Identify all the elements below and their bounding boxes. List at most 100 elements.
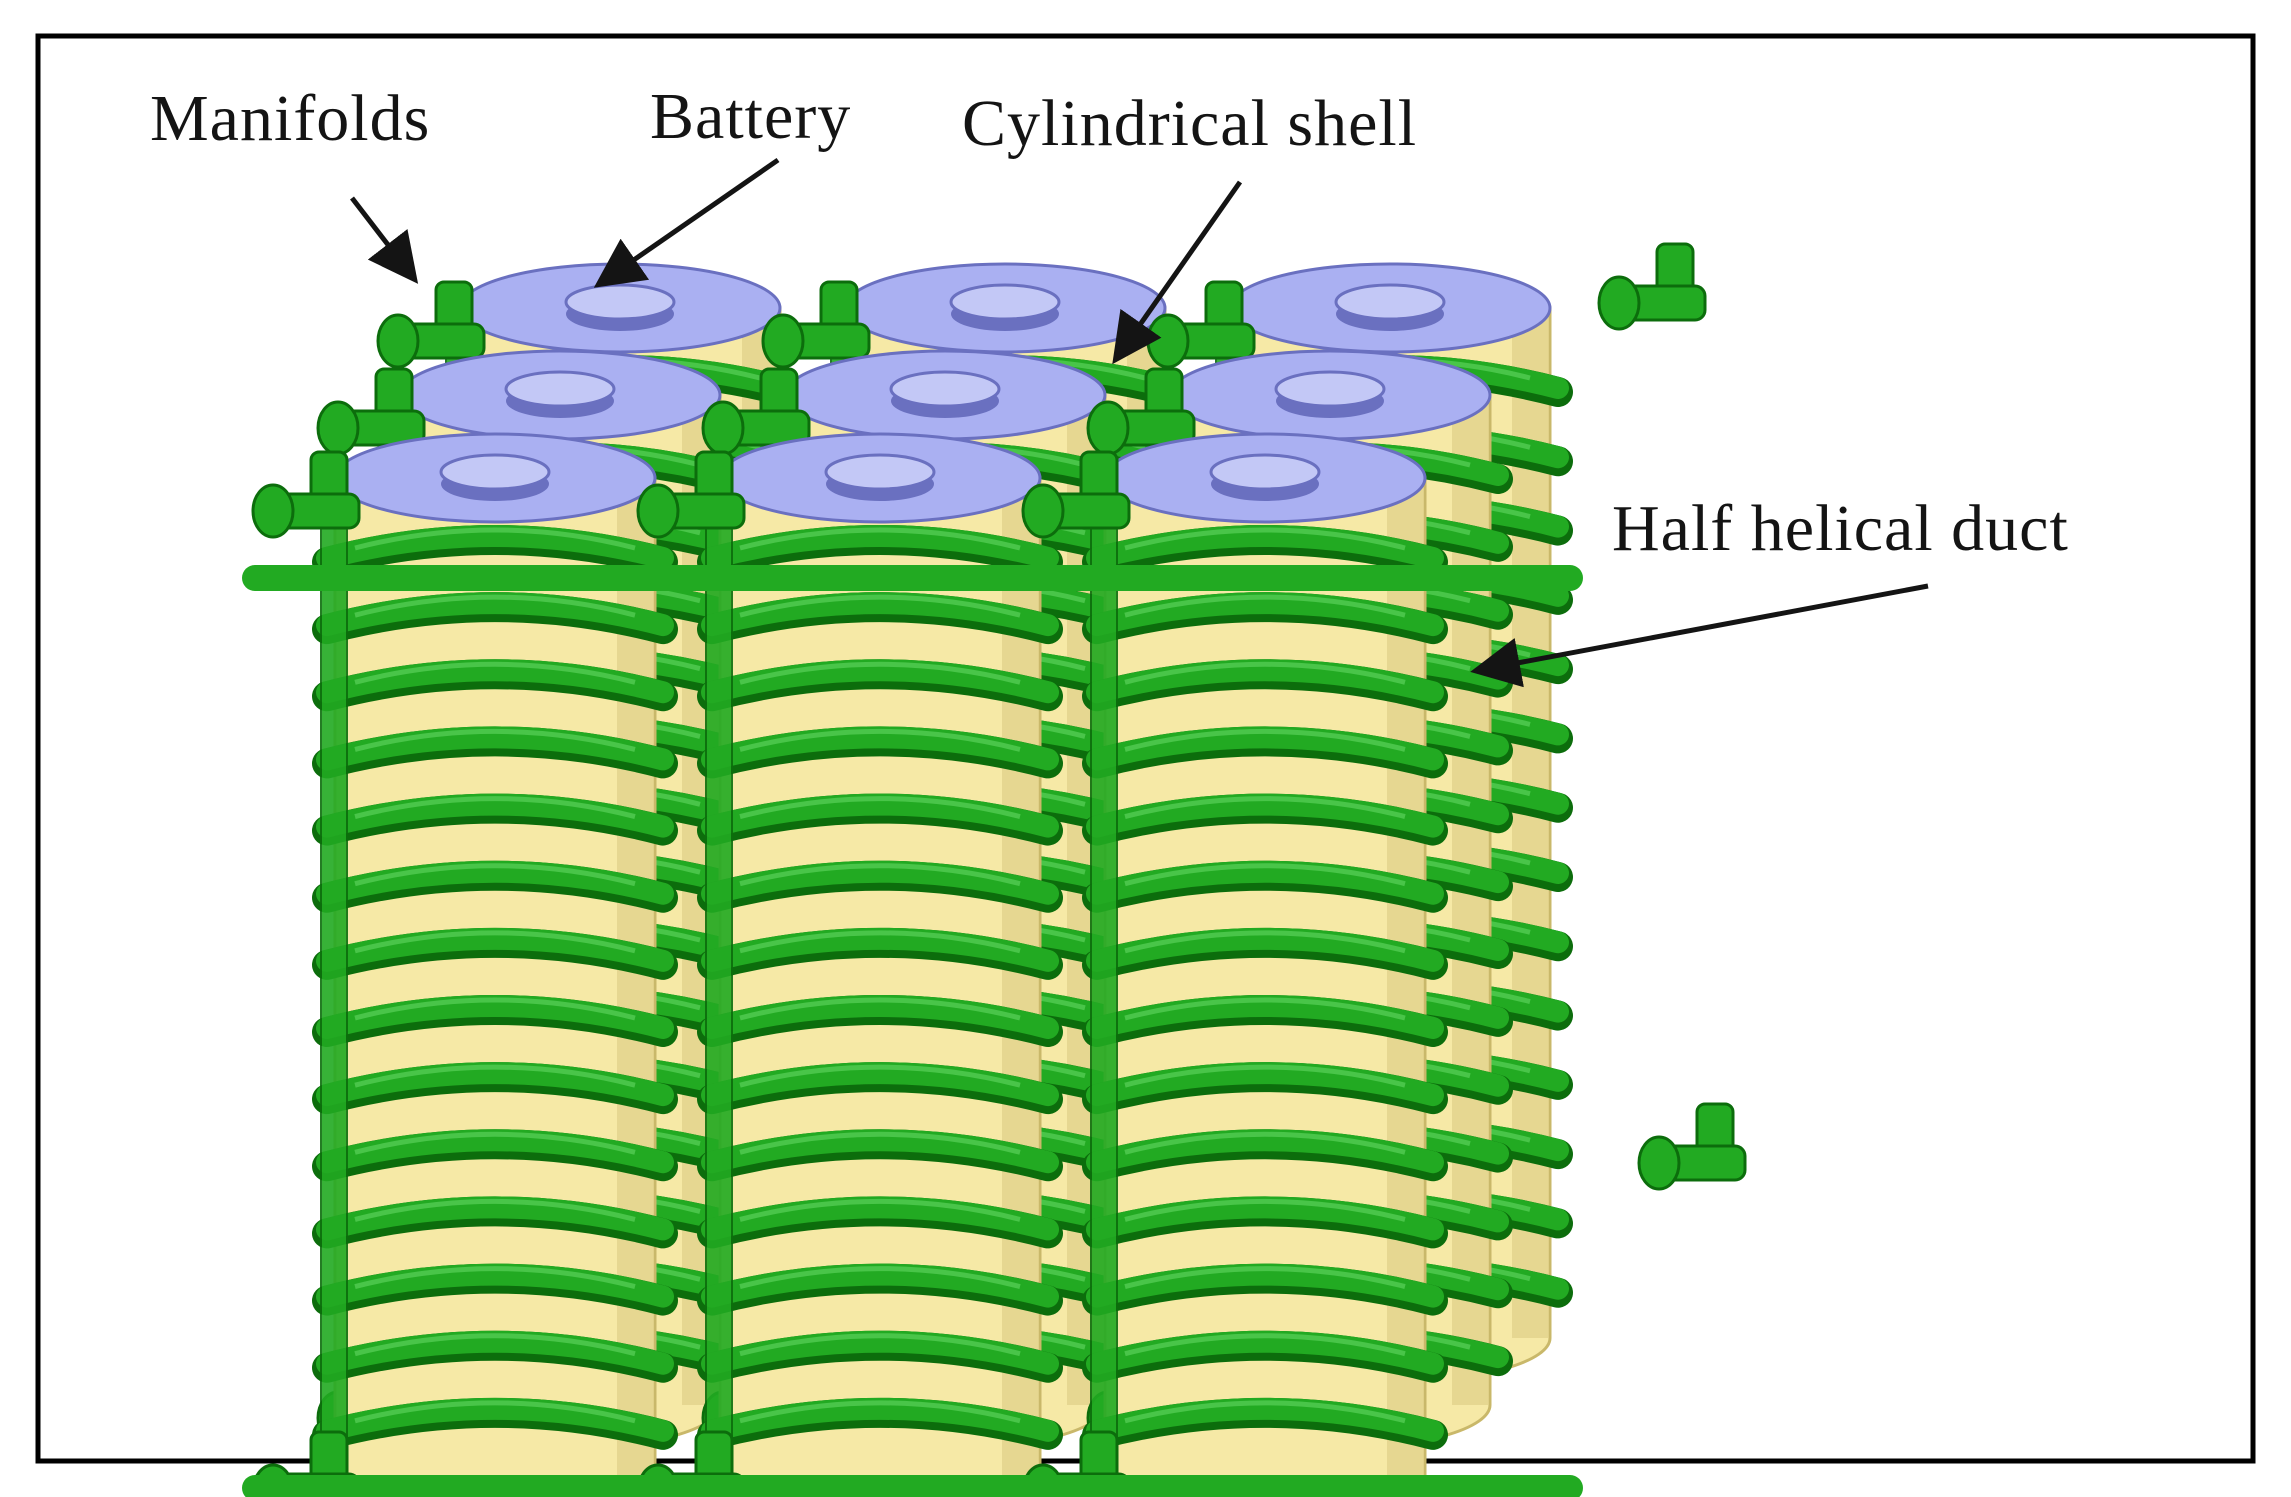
- helical-duct-turn: [1086, 1330, 1444, 1375]
- helical-duct-turn: [1086, 726, 1444, 771]
- helical-duct-turn: [701, 995, 1059, 1039]
- helical-duct-turn: [316, 860, 674, 905]
- helical-duct-turn: [701, 860, 1059, 905]
- helical-duct-highlight: [739, 1266, 1021, 1289]
- helical-duct-highlight: [354, 728, 636, 752]
- shell-shading: [1512, 308, 1548, 1338]
- battery-cell: [636, 432, 1063, 1497]
- helical-duct-turn: [1086, 995, 1444, 1039]
- helical-duct-highlight: [354, 863, 636, 887]
- helical-duct-turn: [701, 1330, 1059, 1375]
- helical-duct-highlight: [354, 1064, 636, 1088]
- top-manifold-cap: [701, 400, 745, 456]
- helical-duct-highlight: [739, 796, 1021, 819]
- helical-duct-highlight: [354, 930, 636, 954]
- helical-duct-turn: [701, 1397, 1059, 1442]
- helical-duct-turn: [316, 1129, 674, 1174]
- helical-duct-turn: [1086, 1129, 1444, 1174]
- top-manifold-cap: [1021, 483, 1065, 539]
- helical-duct-highlight: [354, 1198, 636, 1222]
- label-cylindrical-shell: Cylindrical shell: [962, 87, 1417, 160]
- helical-duct-turn: [1086, 525, 1444, 569]
- helical-duct-turn: [316, 793, 674, 838]
- helical-duct-turn: [701, 1062, 1059, 1107]
- top-manifold-cap: [316, 400, 360, 456]
- vertical-duct: [320, 517, 348, 1479]
- helical-duct-highlight: [739, 594, 1021, 618]
- helical-duct-highlight: [739, 1333, 1021, 1357]
- helical-duct-highlight: [739, 728, 1021, 752]
- helical-duct-highlight: [354, 527, 636, 551]
- vertical-duct: [705, 517, 733, 1479]
- helical-duct-highlight: [739, 997, 1021, 1021]
- helical-duct-turn: [316, 525, 674, 569]
- helical-duct-turn: [1086, 1062, 1444, 1107]
- helical-duct-highlight: [1124, 1400, 1406, 1424]
- helical-duct-turn: [701, 592, 1059, 637]
- helical-duct-turn: [1086, 1196, 1444, 1241]
- helical-duct-turn: [316, 1196, 674, 1241]
- helical-duct-highlight: [1124, 997, 1406, 1021]
- callouts: Manifolds Battery Cylindrical shell Half…: [150, 80, 2068, 688]
- helical-duct-turn: [701, 726, 1059, 771]
- helical-duct-highlight: [1124, 930, 1406, 954]
- helical-duct-turn: [316, 592, 674, 637]
- helical-duct-highlight: [354, 1266, 636, 1289]
- helical-duct-highlight: [354, 796, 636, 819]
- helical-duct-highlight: [1124, 1064, 1406, 1088]
- battery-terminal: [1274, 370, 1386, 408]
- right-manifolds: [1597, 242, 1747, 1191]
- helical-duct-highlight: [739, 1400, 1021, 1424]
- helical-duct-highlight: [354, 1400, 636, 1424]
- label-manifolds: Manifolds: [150, 82, 430, 155]
- top-manifold-cap: [761, 313, 805, 369]
- right-top-manifold-cap: [1597, 275, 1641, 331]
- battery-terminal: [824, 453, 936, 491]
- right-bottom-manifold-cap: [1637, 1135, 1681, 1191]
- helical-duct-turn: [1086, 927, 1444, 972]
- battery-pack: [242, 242, 1747, 1497]
- helical-duct-highlight: [739, 930, 1021, 954]
- helical-duct-turn: [316, 1397, 674, 1442]
- helical-duct-turn: [701, 927, 1059, 972]
- helical-duct-highlight: [1124, 1266, 1406, 1289]
- helical-duct-turn: [1086, 592, 1444, 637]
- helical-duct-highlight: [739, 1064, 1021, 1088]
- helical-duct-highlight: [1124, 1131, 1406, 1155]
- helical-duct-highlight: [1124, 1198, 1406, 1222]
- helical-duct-highlight: [354, 1131, 636, 1155]
- arrow-cylindrical-shell: [1112, 180, 1243, 365]
- arrow-battery: [593, 157, 780, 288]
- helical-duct-turn: [1086, 1397, 1444, 1442]
- helical-duct-highlight: [739, 661, 1021, 685]
- arrow-manifolds: [350, 196, 419, 284]
- vertical-duct: [1090, 517, 1118, 1479]
- helical-duct-turn: [1086, 860, 1444, 905]
- battery-terminal: [1334, 283, 1446, 321]
- helical-duct-highlight: [739, 1198, 1021, 1222]
- battery-terminal: [504, 370, 616, 408]
- helical-duct-turn: [701, 1196, 1059, 1241]
- helical-duct-turn: [1086, 1263, 1444, 1308]
- helical-duct-turn: [316, 659, 674, 704]
- helical-duct-highlight: [739, 527, 1021, 551]
- helical-duct-turn: [316, 1263, 674, 1308]
- top-manifold-cap: [636, 483, 680, 539]
- helical-duct-highlight: [354, 594, 636, 618]
- battery-terminal: [949, 283, 1061, 321]
- helical-duct-highlight: [1124, 594, 1406, 618]
- helical-duct-highlight: [1124, 863, 1406, 887]
- helical-duct-turn: [316, 927, 674, 972]
- helical-duct-highlight: [739, 863, 1021, 887]
- helical-duct-highlight: [1124, 527, 1406, 551]
- helical-duct-highlight: [1124, 796, 1406, 819]
- helical-duct-turn: [1086, 659, 1444, 704]
- helical-duct-highlight: [1124, 1333, 1406, 1357]
- top-manifold-cap: [376, 313, 420, 369]
- helical-duct-highlight: [354, 997, 636, 1021]
- battery-terminal: [889, 370, 1001, 408]
- helical-duct-highlight: [1124, 728, 1406, 752]
- label-battery: Battery: [650, 80, 851, 153]
